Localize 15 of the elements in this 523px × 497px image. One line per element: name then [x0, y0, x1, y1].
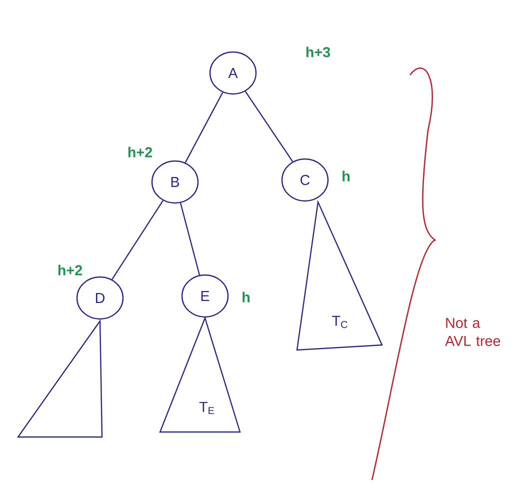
tree-node: E [181, 274, 229, 318]
height-label: h+2 [128, 146, 152, 158]
height-label: h+2 [58, 264, 82, 276]
tree-node: C [281, 158, 329, 202]
tree-node: A [209, 51, 257, 95]
tree-edge [184, 92, 224, 163]
note-text: Not a AVL tree [445, 318, 500, 346]
tree-edge [112, 200, 164, 280]
tree-node: B [151, 160, 199, 204]
height-label: h [342, 170, 350, 182]
height-label: h [242, 292, 250, 302]
tree-edge [180, 202, 200, 276]
tree-edge [244, 91, 294, 162]
tree-node: D [76, 276, 124, 320]
height-label: h+3 [306, 46, 330, 58]
